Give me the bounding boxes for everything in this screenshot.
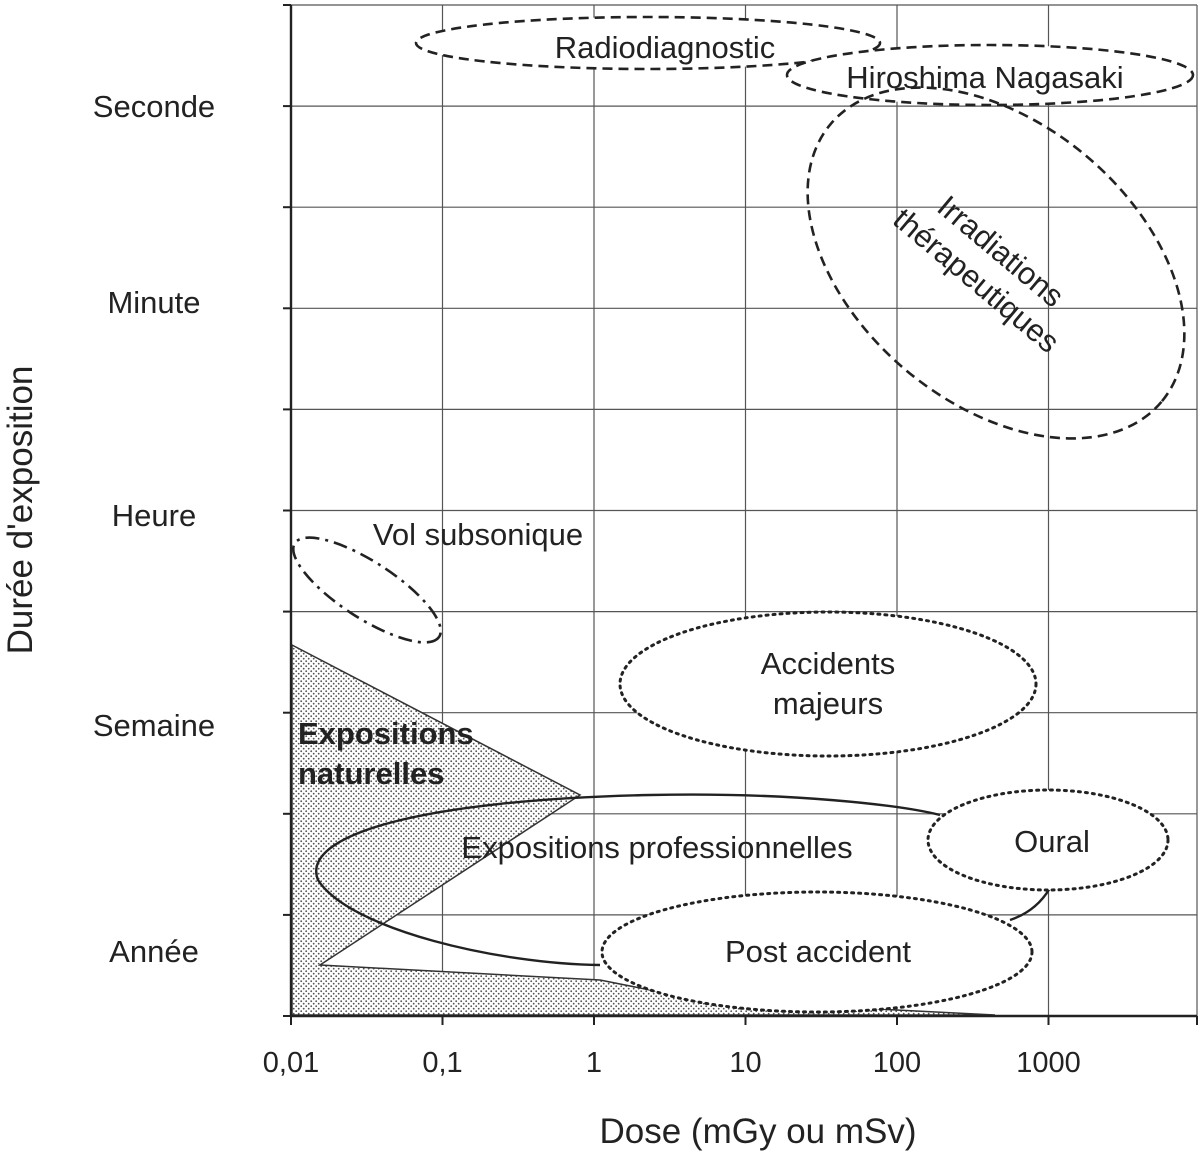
region-radiodiagnostic bbox=[414, 15, 882, 71]
y-tick-label: Seconde bbox=[93, 89, 215, 124]
x-tick-marks bbox=[290, 1016, 1198, 1025]
region-expositions-professionnelles bbox=[315, 793, 1052, 967]
label-accidents-line1: Accidents bbox=[761, 646, 895, 681]
x-axis-title: Dose (mGy ou mSv) bbox=[600, 1112, 917, 1151]
x-tick-label: 100 bbox=[873, 1047, 921, 1079]
y-tick-label: Année bbox=[109, 934, 199, 969]
region-accidents-majeurs bbox=[618, 610, 1038, 758]
x-tick-label: 0,01 bbox=[263, 1047, 319, 1079]
label-vol-subsonique: Vol subsonique bbox=[373, 517, 583, 552]
region-vol-subsonique bbox=[291, 536, 443, 644]
label-accidents-line2: majeurs bbox=[773, 686, 883, 721]
y-tick-label: Minute bbox=[107, 285, 200, 320]
y-tick-label: Semaine bbox=[93, 708, 215, 743]
x-tick-label: 1000 bbox=[1016, 1047, 1081, 1079]
label-radiodiagnostic: Radiodiagnostic bbox=[555, 30, 776, 65]
label-hiroshima-nagasaki: Hiroshima Nagasaki bbox=[846, 60, 1123, 95]
region-irradiations-therapeutiques bbox=[806, 86, 1186, 440]
y-tick-marks bbox=[283, 4, 291, 1017]
y-tick-labels: Année Semaine Heure Minute Seconde bbox=[93, 89, 215, 969]
x-tick-labels: 0,01 0,1 1 10 100 1000 bbox=[263, 1047, 1081, 1079]
x-tick-label: 0,1 bbox=[422, 1047, 462, 1079]
grid bbox=[290, 4, 1198, 1016]
label-expositions-professionnelles: Expositions professionnelles bbox=[461, 830, 852, 865]
y-axis-title: Durée d'exposition bbox=[1, 366, 40, 655]
label-naturelles-line2: naturelles bbox=[298, 756, 444, 791]
x-tick-label: 1 bbox=[586, 1047, 602, 1079]
label-naturelles-line1: Expositions bbox=[298, 716, 474, 751]
label-oural: Oural bbox=[1014, 824, 1090, 859]
region-oural bbox=[926, 788, 1170, 892]
region-post-accident bbox=[600, 890, 1034, 1014]
x-tick-label: 10 bbox=[729, 1047, 761, 1079]
label-post-accident: Post accident bbox=[725, 934, 911, 969]
y-tick-label: Heure bbox=[112, 498, 196, 533]
